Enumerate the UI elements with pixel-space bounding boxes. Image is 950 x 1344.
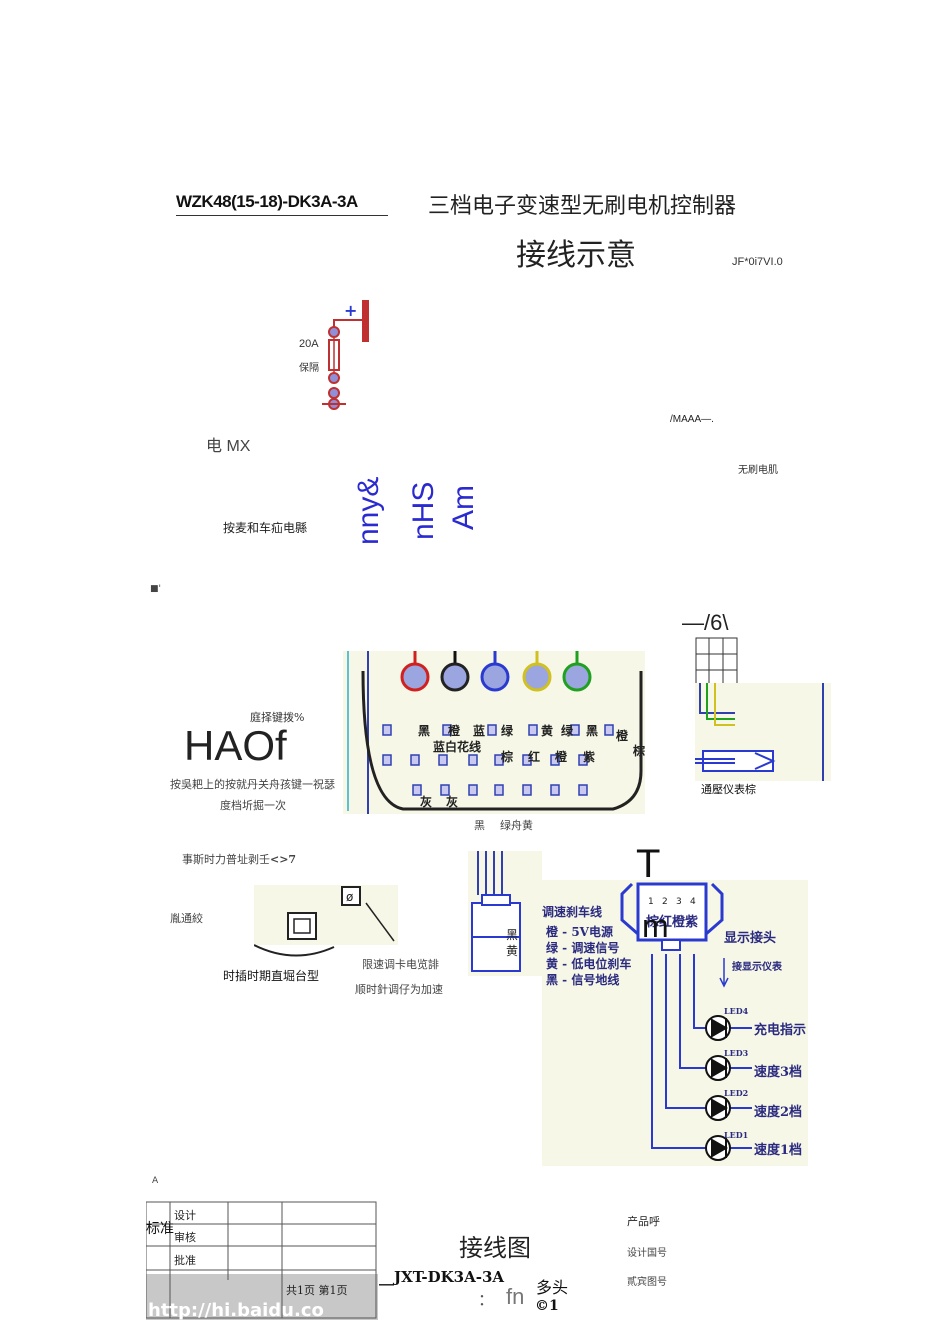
watermark: http://hi.baidu.co bbox=[148, 1300, 324, 1320]
speed-brake-line: 黑 - 信号地线 bbox=[546, 972, 619, 987]
display-pin: 4 bbox=[690, 897, 696, 907]
led-id: LED1 bbox=[724, 1130, 748, 1140]
tb-row-label: 设计 bbox=[174, 1209, 196, 1222]
grid-box bbox=[695, 637, 738, 686]
pin-label: 绿 bbox=[561, 723, 574, 738]
vertical-text-3: Am bbox=[447, 485, 480, 530]
battery-label: 电 MX bbox=[206, 438, 251, 455]
pin-label: 红 bbox=[528, 749, 540, 764]
speed-limit-label-2: 顺时針调仔为加速 bbox=[355, 983, 443, 996]
speed-brake-line: 橙 - 5V电源 bbox=[546, 924, 613, 939]
plug-type-label: 时插时期直堀台型 bbox=[223, 969, 320, 983]
led-id: LED3 bbox=[724, 1048, 749, 1058]
display-led-panel: 调速刹车线 橙 - 5V电源 绿 - 调速信号 黄 - 低电位刹车 黑 - 信号… bbox=[542, 880, 808, 1166]
cruise-plug-drawing: ø bbox=[254, 885, 398, 957]
title-block-table: 设计 审核 批准 共1页 第1页 http://hi.baidu.co bbox=[146, 1200, 378, 1320]
pin-label: 橙 bbox=[555, 749, 568, 764]
pin-label: 黑 bbox=[418, 724, 430, 738]
speed-brake-line: 黄 - 低电位刹车 bbox=[546, 956, 631, 971]
select-key-label: 庭择键拨% bbox=[250, 711, 305, 724]
led-id: LED2 bbox=[724, 1088, 748, 1098]
speed-brake-plug: 黑 黄 bbox=[468, 851, 542, 976]
meter-label: 通壓仪表棕 bbox=[701, 783, 756, 796]
tb-row-label: 审核 bbox=[174, 1230, 196, 1244]
colon-mark: ： bbox=[478, 1290, 495, 1309]
brake-label: 按麦和车疝电縣 bbox=[223, 521, 308, 535]
pin-label: 灰 bbox=[420, 794, 432, 809]
wire-green-yellow-label: 绿舟黄 bbox=[500, 819, 533, 832]
led-label: 充电指示 bbox=[754, 1022, 806, 1038]
wire-black-label: 黑 bbox=[474, 819, 485, 832]
c1-mark: ©1 bbox=[535, 1298, 559, 1314]
fuse-diagram: + bbox=[322, 300, 369, 410]
document-subtitle: 接线示意 bbox=[516, 238, 636, 273]
pin-label: 棕 bbox=[500, 749, 513, 764]
speed-brake-title: 调速刹车线 bbox=[542, 904, 602, 919]
pin-label: 蓝白花线 bbox=[433, 739, 481, 754]
multi-label: 多头 bbox=[536, 1278, 569, 1297]
plug-black-label: 黑 bbox=[506, 928, 518, 942]
display-meter-label: 接显示仪表 bbox=[732, 960, 783, 973]
display-pin: 1 bbox=[648, 897, 654, 907]
assist-prefix: 事斯时力普址剥壬 bbox=[182, 853, 270, 866]
drawing-number-label: 貳宾图号 bbox=[627, 1277, 667, 1288]
pin-label: 黑 bbox=[586, 724, 598, 738]
motor-label: 无刷电肌 bbox=[738, 465, 778, 476]
vertical-text-2: nHS bbox=[407, 481, 440, 540]
display-plug-colors: 棕红橙紫 bbox=[645, 914, 698, 930]
product-label: 产品呼 bbox=[627, 1215, 660, 1228]
model-number: WZK48(15-18)-DK3A-3A bbox=[176, 192, 358, 211]
display-pin: 3 bbox=[676, 897, 682, 907]
cruise-label: 胤通絞 bbox=[170, 912, 203, 925]
plus-sign: + bbox=[344, 301, 357, 320]
fn-mark: fn bbox=[506, 1284, 525, 1309]
led-label: 速度2档 bbox=[754, 1104, 802, 1120]
pin-label: 紫 bbox=[583, 749, 595, 764]
meter-connector-panel bbox=[695, 683, 831, 781]
pin-label: 蓝 bbox=[473, 723, 485, 738]
six-label: —/6\ bbox=[682, 610, 729, 635]
pin-label: 棕 bbox=[632, 743, 645, 758]
design-number-label: 设计国号 bbox=[627, 1248, 667, 1259]
plug-yellow-label: 黄 bbox=[506, 944, 518, 958]
svg-text:ø: ø bbox=[346, 890, 353, 904]
pin-label: 黄 bbox=[541, 723, 553, 738]
display-pin: 2 bbox=[662, 897, 668, 907]
tb-row-label: 批准 bbox=[174, 1253, 196, 1267]
led-label: 速度1档 bbox=[754, 1142, 802, 1158]
haof-label: HAOf bbox=[184, 722, 287, 769]
pin-label: 灰 bbox=[446, 794, 458, 809]
select-description-1: 按吳耙上的按就丹关舟孩键一祝瑟 bbox=[170, 778, 335, 791]
pin-label: 橙 bbox=[448, 723, 461, 738]
a-mark: A bbox=[152, 1176, 159, 1186]
display-header-label: 显示接头 bbox=[724, 930, 776, 946]
t-letter: T bbox=[636, 842, 661, 886]
drawing-number: __JXT-DK3A-3A bbox=[379, 1268, 505, 1286]
select-description-2: 度档圻掘一次 bbox=[220, 799, 286, 812]
wiring-diagram-title: 接线图 bbox=[459, 1234, 531, 1262]
speed-limit-label-1: 限速调卡电览誹 bbox=[362, 958, 439, 971]
pin-label: 橙 bbox=[616, 728, 629, 743]
tb-pages: 共1页 第1页 bbox=[286, 1283, 348, 1297]
assist-label: 事斯时力普址剥壬<>7 bbox=[182, 851, 296, 867]
document-title: 三档电子变速型无刷电机控制器 bbox=[428, 194, 737, 219]
m-letter: m bbox=[642, 908, 669, 944]
fuse-label: 保隔 bbox=[299, 363, 319, 374]
speed-brake-line: 绿 - 调速信号 bbox=[546, 940, 619, 955]
document-code: JF*0i7VI.0 bbox=[732, 256, 783, 268]
assist-suffix: <>7 bbox=[270, 853, 297, 866]
led-label: 速度3档 bbox=[754, 1064, 802, 1080]
vertical-text-1: nny& bbox=[352, 476, 385, 545]
motor-signal-label: /MAAA—. bbox=[670, 414, 714, 425]
model-underline bbox=[176, 215, 388, 216]
stray-mark: ■' bbox=[150, 584, 161, 594]
pin-label: 绿 bbox=[501, 723, 514, 738]
standard-label: 标准 bbox=[146, 1221, 174, 1237]
led-id: LED4 bbox=[724, 1006, 749, 1016]
fuse-current: 20A bbox=[299, 338, 319, 350]
controller-connector-panel: 黑 橙 蓝 绿 黄 绿 黑 橙 蓝白花线 棕 红 橙 紫 棕 灰 灰 bbox=[343, 651, 645, 814]
